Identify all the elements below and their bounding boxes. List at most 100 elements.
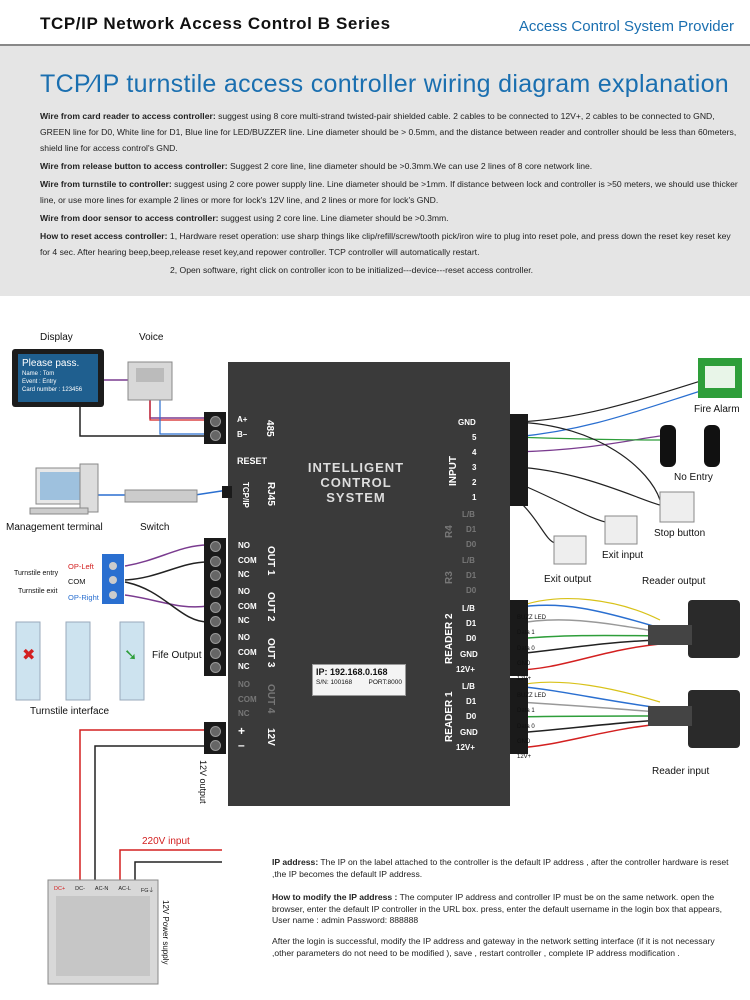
controller-title-line2: CONTROL [320,475,392,490]
r4-lb: L/B [462,510,475,519]
reader2-pin-gnd: GND [460,650,478,659]
controller-title-line3: SYSTEM [326,490,386,505]
instruction-release-heading: Wire from release button to access contr… [40,161,228,171]
reader1-wire-gnd: GND [517,738,531,745]
screw [210,416,221,427]
reset-label: RESET [237,456,268,466]
input-pin-3: 3 [472,463,477,472]
r3-label: R3 [444,571,455,584]
input-pin-1: 1 [472,493,477,502]
reader2-wire-buzz: BUZZ LED [517,615,547,621]
reader-input-label: Reader input [652,766,710,777]
out1-com: COM [238,556,257,565]
note-after-login: After the login is successful, modify th… [272,936,737,959]
reader2-wire-12v: 12V+ [517,676,532,683]
reader2-pin-d0: D0 [466,634,477,643]
section-title: TCP∕IP turnstile access controller wirin… [40,70,729,98]
reader-output-device [688,600,740,658]
display-label: Display [40,332,73,343]
note-after-login-text: After the login is successful, modify th… [272,936,715,958]
instruction-release: Wire from release button to access contr… [40,158,740,174]
screw [210,602,221,613]
reader1-wire-data0: Data 0 [517,723,535,730]
reader2-wire-data0: Data 0 [517,645,535,652]
input-pin-gnd: GND [458,418,476,427]
psu-terminal-fg: FG⏚ [140,888,154,894]
note-ip-address-heading: IP address: [272,857,319,867]
terminal-reader2 [510,600,528,676]
screw [210,740,221,751]
header-divider [0,44,750,46]
input-label: INPUT [448,456,459,486]
port-text: PORT:8000 [368,679,402,686]
switch-label: Switch [140,522,170,533]
svg-text:➘: ➘ [124,647,137,664]
instruction-release-text: Suggest 2 core line, line diameter shoul… [227,161,593,171]
out1-nc: NC [238,570,250,579]
header-bar: TCP/IP Network Access Control B Series A… [0,0,750,44]
pin-minus: – [238,738,245,752]
rj45-port [222,486,232,498]
reader1-wire-labels: BUZZ LED Data 1 Data 0 GND 12V+ [517,689,546,765]
out4-no: NO [238,680,250,689]
display-screen-line3: Event : Entry [22,379,57,385]
psu-terminal-ac-n: AC-N [94,886,109,892]
tcpip-label: TCP/IP [241,482,250,508]
stop-button-label: Stop button [654,528,706,539]
display-screen: Please pass. Name : Tom Event : Entry Ca… [22,358,98,394]
out2-com: COM [238,602,257,611]
r4-d1: D1 [466,525,477,534]
note-ip-address: IP address: The IP on the label attached… [272,857,737,880]
psu-terminal-labels: DC+ DC- AC-N AC-L FG⏚ [54,886,154,894]
out4-com: COM [238,695,257,704]
r3-d0: D0 [466,586,477,595]
pin-a-plus: A+ [237,415,248,424]
terminal-reader1 [510,678,528,754]
out3-label: OUT 3 [265,638,276,668]
reader1-pin-12v: 12V+ [456,743,475,752]
reader1-pin-d1: D1 [466,697,477,706]
op-left-label: OP-Left [68,562,94,571]
note-ip-address-text: The IP on the label attached to the cont… [272,857,729,879]
power-supply-label: 12V Power supply [161,900,170,965]
svg-text:✖: ✖ [22,647,35,664]
instructions-panel [0,46,750,296]
turnstile-interface-label: Turnstile interface [30,706,110,717]
reader1-wire-data1: Data 1 [517,708,535,715]
serial-number-text: S/N: 100168 [316,679,353,686]
out4-nc: NC [238,709,250,718]
r3-d1: D1 [466,571,477,580]
out3-no: NO [238,633,250,642]
note-modify-ip-text: The computer IP address and controller I… [272,892,723,925]
psu-terminal-dc-minus: DC- [75,886,85,892]
display-screen-line2: Name : Tom [22,371,55,377]
screw [210,430,221,441]
turnstile-exit-label: Turnstile exit [18,588,58,595]
display-screen-line1: Please pass. [22,358,80,369]
instruction-reader: Wire from card reader to access controll… [40,108,740,157]
out3-com: COM [238,648,257,657]
network-switch [124,489,198,503]
instruction-reset-text: 1, Hardware reset operation: use sharp t… [40,231,731,258]
ip-sticker-details: S/N: 100168 PORT:8000 [313,677,405,688]
out2-no: NO [238,587,250,596]
screw [210,726,221,737]
pin-plus: + [238,724,246,738]
ip-sticker: IP: 192.168.0.168 S/N: 100168 PORT:8000 [312,664,406,696]
reader1-wire-buzz: BUZZ LED [517,693,547,699]
screw [210,541,221,552]
psu-terminal-dc-plus: DC+ [54,886,66,892]
note-modify-ip-heading: How to modify the IP address : [272,892,398,902]
reader1-pin-d0: D0 [466,712,477,721]
screw [210,662,221,673]
r3-lb: L/B [462,556,475,565]
instruction-reset: How to reset access controller: 1, Hardw… [40,228,740,260]
reader1-wire-12v: 12V+ [517,754,532,761]
ip-address-text: IP: 192.168.0.168 [316,667,388,677]
turnstile-entry-label: Turnstile entry [14,570,59,577]
input-220v-label: 220V input [142,836,190,847]
fire-alarm-label: Fire Alarm [694,404,740,415]
instruction-reader-heading: Wire from card reader to access controll… [40,111,216,121]
voice-label: Voice [139,332,164,343]
reader2-wire-gnd: GND [517,660,531,667]
